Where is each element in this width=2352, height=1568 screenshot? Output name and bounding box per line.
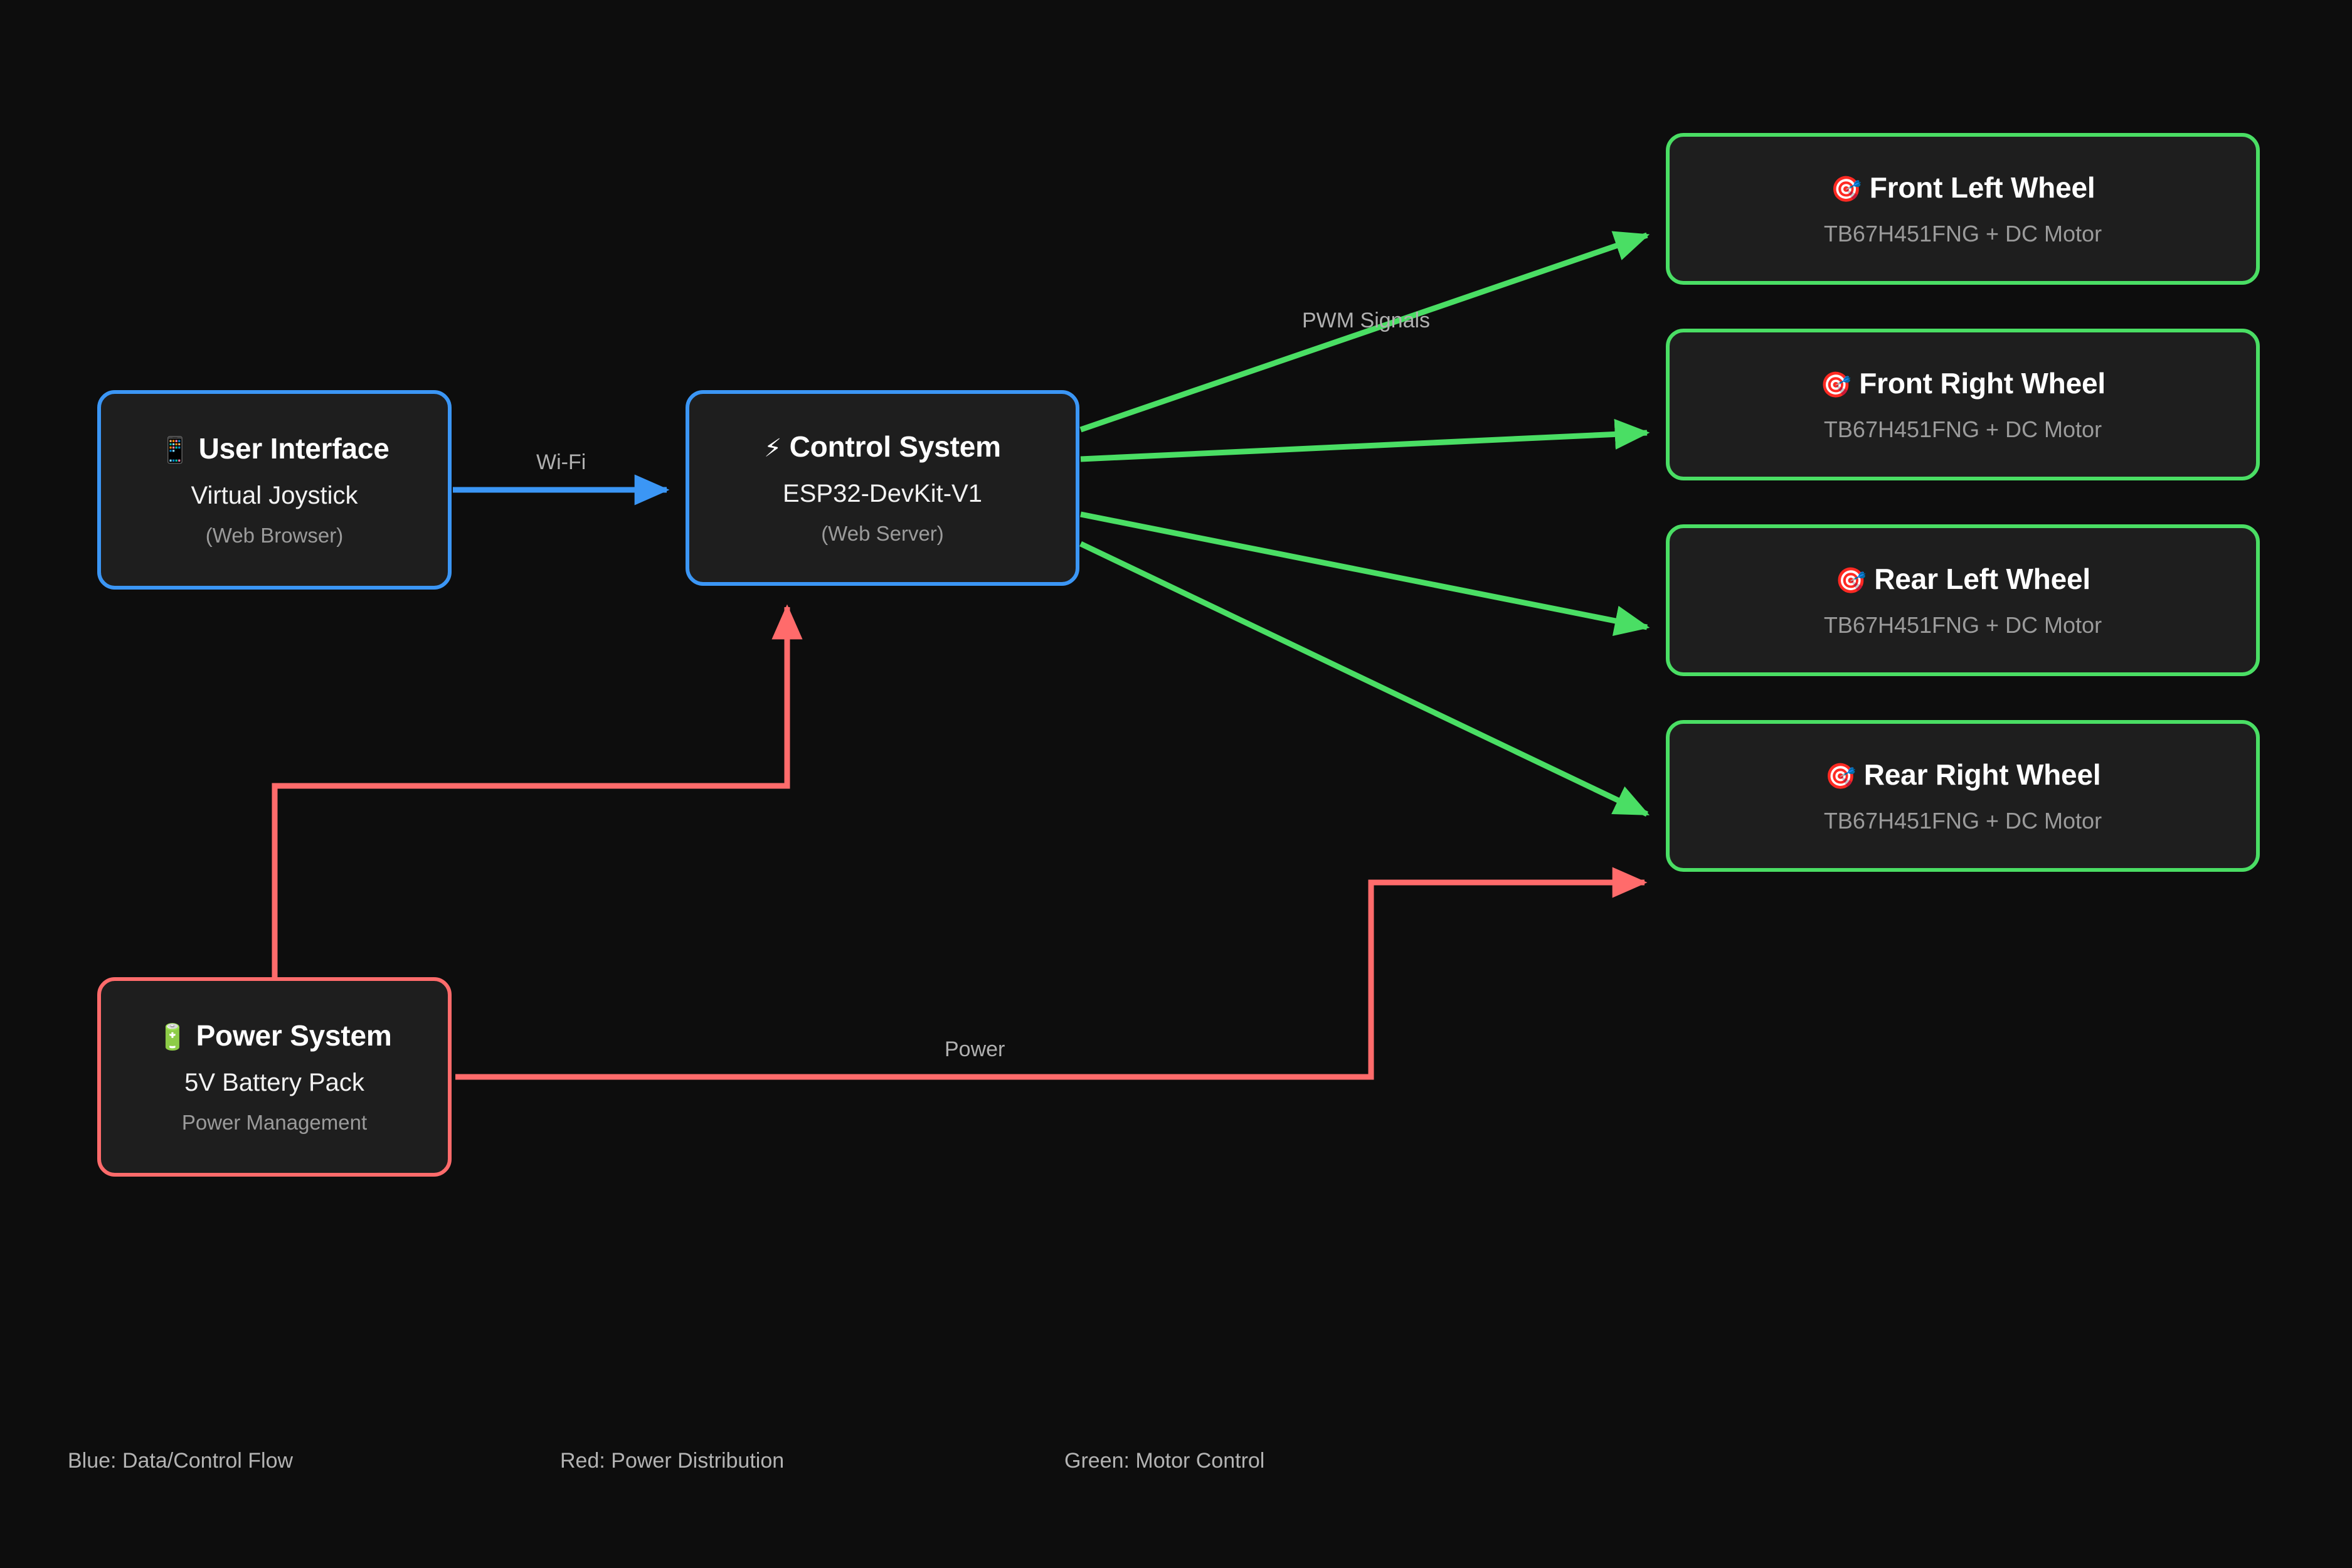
- node-rear-left-wheel-subtitle: TB67H451FNG + DC Motor: [1823, 612, 2102, 638]
- node-control-system-meta: (Web Server): [821, 522, 944, 546]
- legend-item-blue: Blue: Data/Control Flow: [68, 1449, 294, 1473]
- direct-hit-icon: 🎯: [1830, 174, 1862, 204]
- node-power-system-title: 🔋 Power System: [157, 1019, 391, 1052]
- legend-item-red: Red: Power Distribution: [560, 1449, 785, 1473]
- node-front-right-wheel-title-text: Front Right Wheel: [1859, 366, 2106, 400]
- node-rear-right-wheel[interactable]: 🎯 Rear Right Wheel TB67H451FNG + DC Moto…: [1666, 720, 2260, 872]
- node-power-system-subtitle: 5V Battery Pack: [184, 1069, 364, 1097]
- edge-power-to-control: [272, 604, 803, 977]
- edge-power-to-rear-right-wheel: [455, 867, 1648, 1080]
- mobile-phone-icon: 📱: [159, 435, 191, 465]
- node-front-right-wheel-title: 🎯 Front Right Wheel: [1820, 367, 2106, 400]
- edge-label-power: Power: [945, 1037, 1005, 1061]
- node-rear-right-wheel-title-text: Rear Right Wheel: [1863, 758, 2101, 791]
- node-control-system-title: ⚡ Control System: [764, 430, 1001, 464]
- node-rear-left-wheel-title: 🎯 Rear Left Wheel: [1835, 563, 2090, 596]
- battery-icon: 🔋: [157, 1022, 188, 1052]
- legend-item-green: Green: Motor Control: [1064, 1449, 1265, 1473]
- edge-label-wifi: Wi-Fi: [536, 450, 586, 474]
- node-user-interface-title-text: User Interface: [198, 432, 389, 465]
- node-front-left-wheel[interactable]: 🎯 Front Left Wheel TB67H451FNG + DC Moto…: [1666, 133, 2260, 285]
- node-power-system-meta: Power Management: [181, 1111, 368, 1135]
- node-control-system-title-text: Control System: [789, 430, 1001, 463]
- node-power-system-title-text: Power System: [196, 1019, 392, 1052]
- node-front-left-wheel-title-text: Front Left Wheel: [1869, 171, 2095, 204]
- node-front-right-wheel-subtitle: TB67H451FNG + DC Motor: [1823, 416, 2102, 442]
- node-front-left-wheel-title: 🎯 Front Left Wheel: [1831, 171, 2095, 204]
- node-user-interface-meta: (Web Browser): [205, 524, 344, 548]
- direct-hit-icon: 🎯: [1825, 761, 1857, 791]
- node-rear-left-wheel[interactable]: 🎯 Rear Left Wheel TB67H451FNG + DC Motor: [1666, 524, 2260, 676]
- legend: Blue: Data/Control Flow Red: Power Distr…: [0, 1449, 2352, 1486]
- node-rear-left-wheel-title-text: Rear Left Wheel: [1874, 562, 2090, 595]
- edge-control-to-rear-right: [1079, 541, 1650, 817]
- node-control-system[interactable]: ⚡ Control System ESP32-DevKit-V1 (Web Se…: [686, 390, 1079, 586]
- edge-label-pwm-signals: PWM Signals: [1302, 309, 1431, 332]
- high-voltage-icon: ⚡: [764, 433, 782, 463]
- direct-hit-icon: 🎯: [1820, 370, 1851, 400]
- node-user-interface-subtitle: Virtual Joystick: [191, 482, 358, 510]
- node-user-interface-title: 📱 User Interface: [159, 432, 389, 465]
- node-front-left-wheel-subtitle: TB67H451FNG + DC Motor: [1823, 220, 2102, 246]
- edge-control-to-rear-left: [1080, 511, 1650, 637]
- direct-hit-icon: 🎯: [1835, 566, 1867, 595]
- edge-control-to-front-right: [1080, 418, 1650, 462]
- node-rear-right-wheel-subtitle: TB67H451FNG + DC Motor: [1823, 807, 2102, 834]
- node-user-interface[interactable]: 📱 User Interface Virtual Joystick (Web B…: [97, 390, 452, 590]
- node-power-system[interactable]: 🔋 Power System 5V Battery Pack Power Man…: [97, 977, 452, 1177]
- node-front-right-wheel[interactable]: 🎯 Front Right Wheel TB67H451FNG + DC Mot…: [1666, 329, 2260, 480]
- node-rear-right-wheel-title: 🎯 Rear Right Wheel: [1825, 758, 2101, 792]
- node-control-system-subtitle: ESP32-DevKit-V1: [783, 480, 982, 508]
